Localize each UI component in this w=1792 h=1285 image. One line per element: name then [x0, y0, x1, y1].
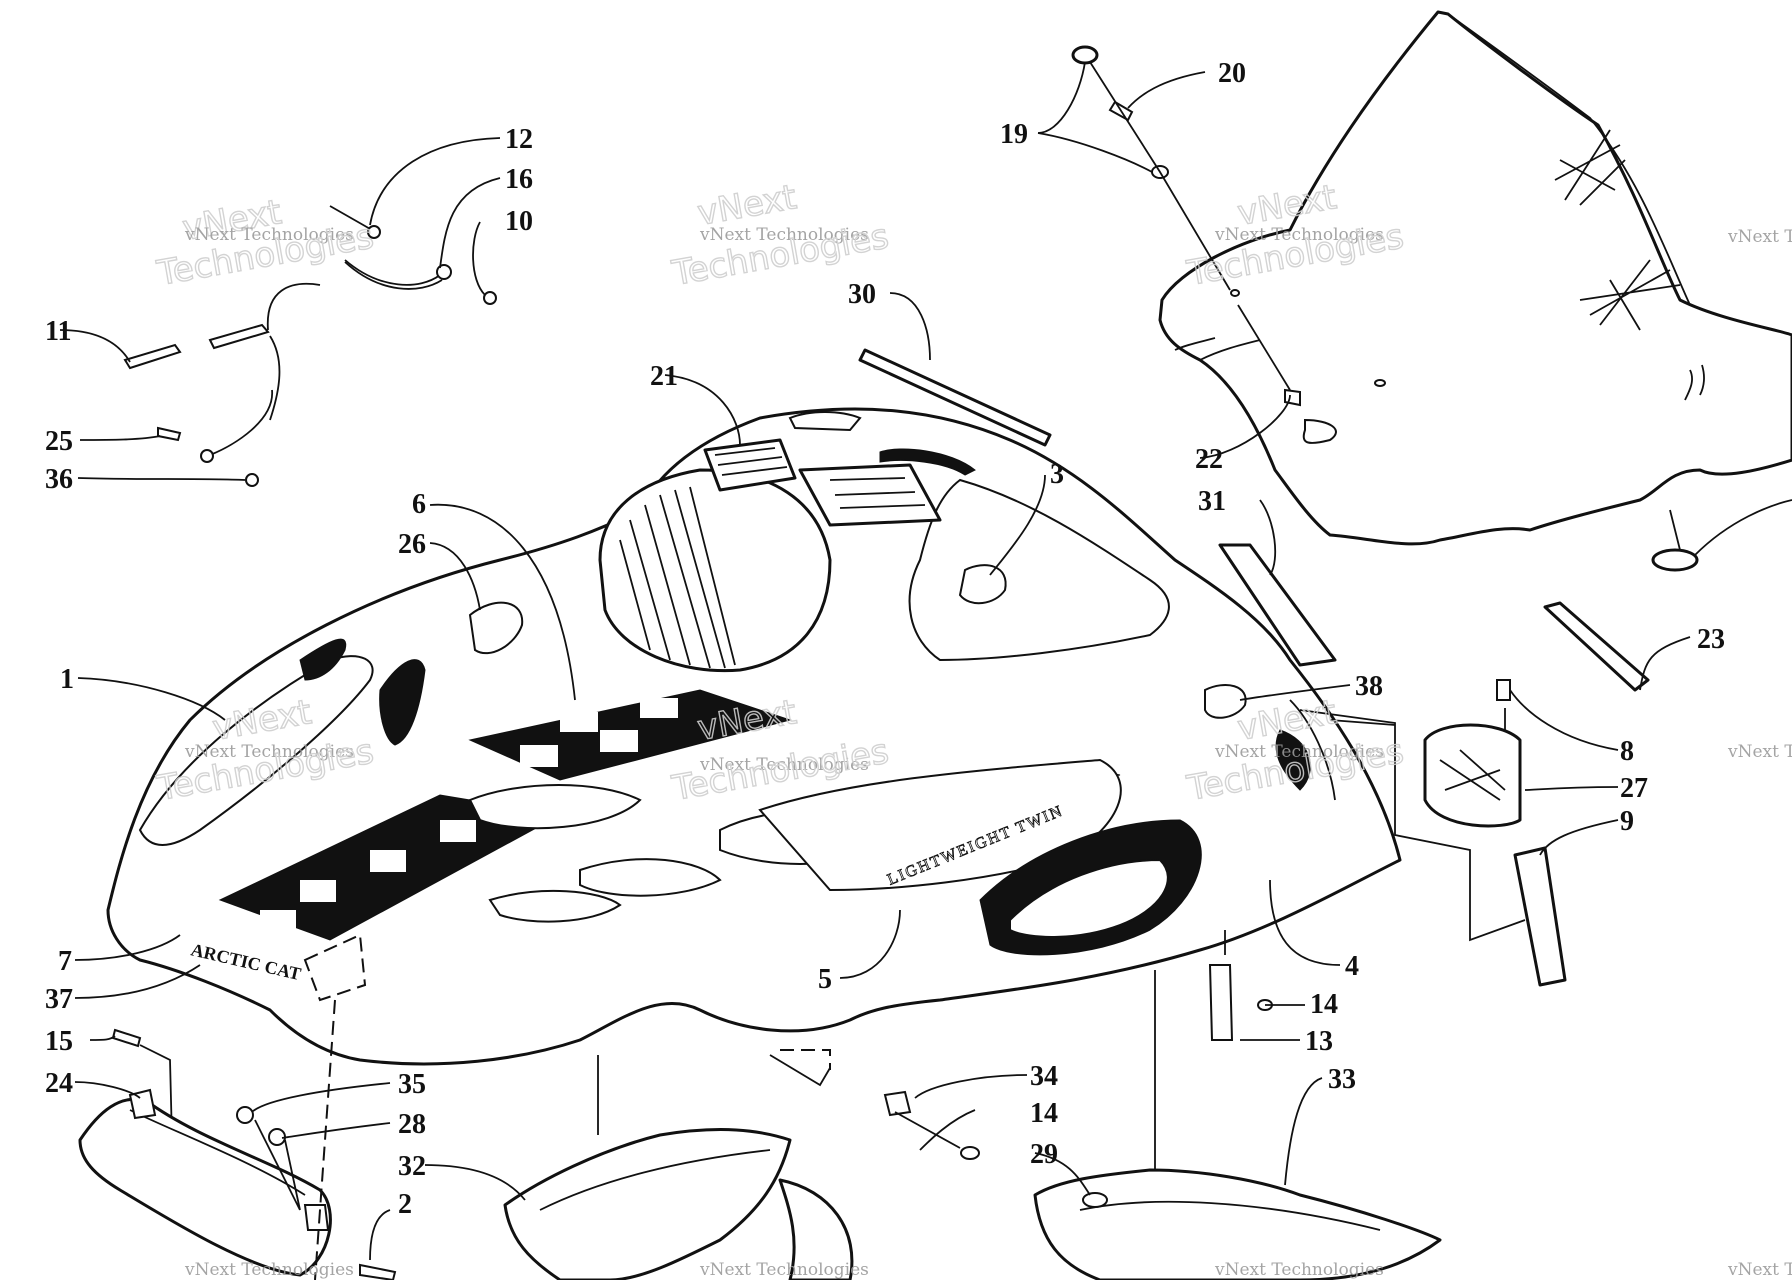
callout-3: 3	[1050, 459, 1064, 490]
watermark-small: vNext Technologies	[184, 225, 354, 245]
callout-29: 29	[1030, 1139, 1058, 1170]
decal-23-strip	[1543, 601, 1650, 692]
callout-10: 10	[505, 206, 533, 237]
callout-14a: 14	[1310, 989, 1338, 1020]
checker-stripe	[218, 689, 792, 941]
bottom-left-parts	[78, 999, 397, 1282]
callout-4: 4	[1345, 951, 1359, 982]
callout-16: 16	[505, 164, 533, 195]
windshield	[1158, 10, 1792, 572]
watermark-small: vNext Technologies	[1727, 227, 1792, 247]
callout-1: 1	[60, 664, 74, 695]
pad-26	[468, 601, 524, 655]
decal-30-strip	[858, 348, 1052, 447]
callout-23: 23	[1697, 624, 1725, 655]
callout-25: 25	[45, 426, 73, 457]
watermark-small: vNext Technologies	[1727, 1260, 1792, 1280]
hood: ARCTIC CAT LIGHTWEIGHT TWIN	[106, 407, 1402, 1066]
decal-31-panel	[1218, 543, 1337, 667]
callout-31: 31	[1198, 486, 1226, 517]
pad-38	[1204, 684, 1247, 719]
callout-6: 6	[412, 489, 426, 520]
watermark-small: vNext Technologies	[699, 225, 869, 245]
watermark-small: vNext Technologies	[1214, 742, 1384, 762]
lower-panels	[503, 1049, 1442, 1282]
callout-14b: 14	[1030, 1098, 1058, 1129]
watermark-small: vNext Technologies	[184, 742, 354, 762]
decal-21-shape	[703, 438, 942, 527]
callout-32: 32	[398, 1151, 426, 1182]
callout-13: 13	[1305, 1026, 1333, 1057]
callout-15: 15	[45, 1026, 73, 1057]
callout-38: 38	[1355, 671, 1383, 702]
cable-assembly	[123, 205, 497, 487]
watermark-small: vNext Technologies	[1214, 225, 1384, 245]
callout-2: 2	[398, 1189, 412, 1220]
callout-labels: 1 2 3 4 5 6 7 8 9 10 11 12 13 14 14 15 1…	[45, 58, 1725, 1220]
callout-22: 22	[1195, 444, 1223, 475]
callout-20: 20	[1218, 58, 1246, 89]
callout-30: 30	[848, 279, 876, 310]
callout-9: 9	[1620, 806, 1634, 837]
callout-21: 21	[650, 361, 678, 392]
callout-26: 26	[398, 529, 426, 560]
watermark-small: vNext Technologies	[184, 1260, 354, 1280]
callout-11: 11	[45, 316, 71, 347]
watermark-small: vNext Technologies	[1214, 1260, 1384, 1280]
windshield-hardware	[1071, 45, 1337, 444]
callout-36: 36	[45, 464, 73, 495]
callout-28: 28	[398, 1109, 426, 1140]
pad-3	[958, 564, 1007, 605]
leader-lines	[59, 61, 1691, 1261]
callout-33: 33	[1328, 1064, 1356, 1095]
callout-7: 7	[58, 946, 72, 977]
watermark-small: vNext Technologies	[699, 755, 869, 775]
callout-37: 37	[45, 984, 73, 1015]
callout-19: 19	[1000, 119, 1028, 150]
callout-12: 12	[505, 124, 533, 155]
callout-24: 24	[45, 1068, 73, 1099]
callout-8: 8	[1620, 736, 1634, 767]
watermark-small: vNext Technologies	[1727, 742, 1792, 762]
callout-35: 35	[398, 1069, 426, 1100]
callout-5: 5	[818, 964, 832, 995]
watermark-small: vNext Technologies	[699, 1260, 869, 1280]
callout-27: 27	[1620, 773, 1648, 804]
callout-34: 34	[1030, 1061, 1058, 1092]
